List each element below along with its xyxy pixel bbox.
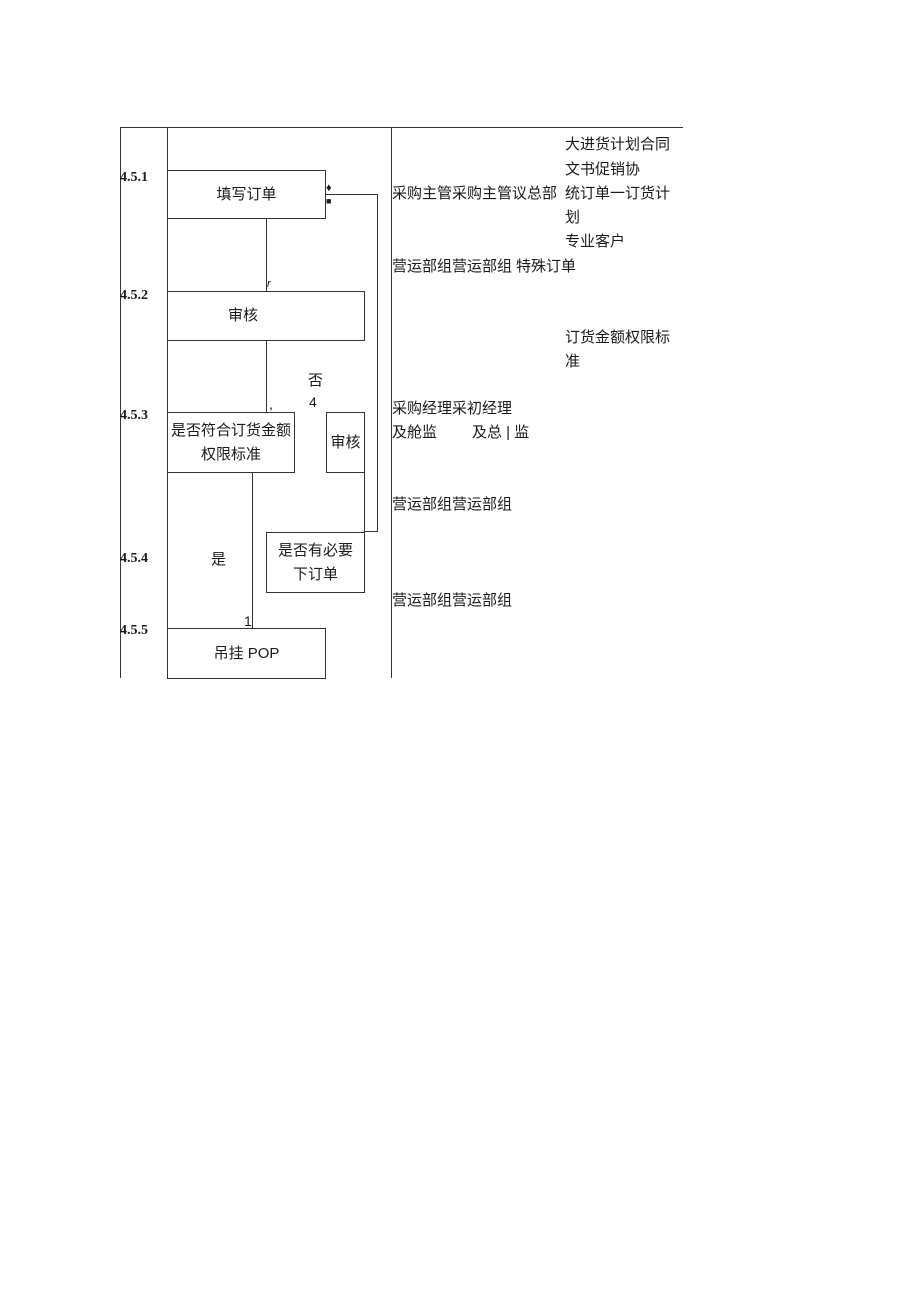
fill-order-box: 填写订单 — [167, 170, 326, 219]
meets-standard-label-line2: 权限标准 — [200, 445, 261, 463]
review-box: 审核 — [167, 291, 365, 341]
connector-line — [364, 472, 365, 532]
step-ref-label: 4 — [309, 394, 317, 410]
related-document: 划 — [565, 209, 581, 226]
connector-line — [266, 218, 267, 292]
loop-line — [325, 194, 378, 195]
responsible-parties: 营运部组营运部组 — [392, 592, 513, 609]
loop-line — [377, 194, 378, 532]
loop-line — [365, 531, 378, 532]
arrow-tick-mark: r — [267, 278, 271, 290]
hang-pop-box: 吊挂 POP — [167, 628, 326, 679]
no-label: 否 — [308, 372, 324, 389]
review-label: 审核 — [228, 307, 259, 324]
connector-line — [252, 472, 253, 629]
responsible-parties: 营运部组营运部组 — [392, 258, 513, 275]
responsible-parties: 及舱监 — [392, 424, 438, 441]
step-number: 4.5.5 — [120, 623, 148, 638]
diamond-marker-icon: ♦ — [326, 182, 332, 194]
related-document: 专业客户 — [565, 233, 626, 250]
review2-box: 审核 — [326, 412, 365, 473]
hang-pop-label: 吊挂 POP — [213, 644, 280, 662]
responsible-parties: 采购经理采初经理 — [392, 400, 513, 417]
responsible-parties: 营运部组营运部组 — [392, 496, 513, 513]
step-number: 4.5.2 — [120, 288, 148, 303]
arrow-tick-mark: , — [269, 396, 273, 412]
step-number: 4.5.4 — [120, 551, 148, 566]
column-divider-steps — [167, 127, 168, 678]
fill-order-label: 填写订单 — [216, 185, 277, 203]
meets-standard-box: 是否符合订货金额 权限标准 — [167, 412, 295, 473]
step-ref-label: 1 — [244, 613, 252, 629]
necessary-box: 是否有必要 下订单 — [266, 532, 365, 593]
column-divider-flow — [391, 127, 392, 678]
necessary-label-line2: 下订单 — [292, 565, 338, 583]
step-number: 4.5.3 — [120, 408, 148, 423]
square-marker-icon: ■ — [326, 196, 332, 206]
related-document: 订货金额权限标 — [565, 329, 671, 346]
responsible-parties: 采购主管采购主管议总部 — [392, 185, 558, 202]
related-document: 大进货计划合同 — [565, 136, 671, 153]
related-document: 文书促销协 — [565, 161, 641, 178]
responsible-parties: 及总 | 监 — [472, 424, 530, 441]
related-document: 统订单一订货计 — [565, 185, 671, 202]
table-left-border — [120, 127, 121, 678]
table-top-border — [120, 127, 683, 128]
yes-label: 是 — [211, 551, 227, 568]
related-document: 特殊订单 — [516, 258, 577, 275]
step-number: 4.5.1 — [120, 170, 148, 185]
review2-label: 审核 — [330, 433, 361, 451]
related-document: 准 — [565, 353, 581, 370]
necessary-label-line1: 是否有必要 — [277, 541, 353, 559]
meets-standard-label-line1: 是否符合订货金额 — [170, 421, 291, 439]
connector-line — [266, 340, 267, 413]
